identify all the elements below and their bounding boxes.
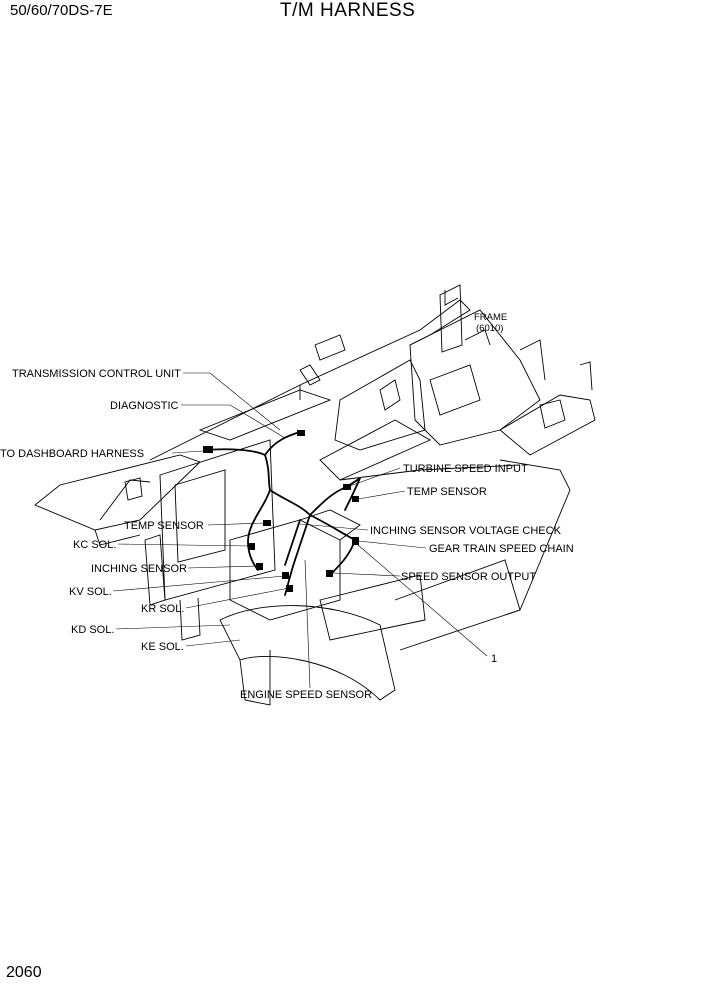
page-number: 2060 (6, 964, 42, 981)
label-temp-sensor-left: TEMP SENSOR (124, 520, 204, 532)
temp-sensor-left-connector-icon (263, 520, 271, 526)
label-frame-code: (6010) (476, 323, 503, 334)
speed-output-connector-icon (326, 570, 333, 577)
frame-drawing (34, 284, 596, 706)
label-diagnostic: DIAGNOSTIC (110, 400, 179, 412)
label-speed-sensor-output: SPEED SENSOR OUTPUT (401, 571, 536, 583)
label-frame: FRAME (474, 312, 507, 323)
gear-train-connector-icon (352, 537, 359, 545)
label-ke-sol: KE SOL. (141, 641, 184, 653)
label-kv-sol: KV SOL. (69, 586, 112, 598)
label-kd-sol: KD SOL. (71, 624, 114, 636)
label-turbine-speed-input: TURBINE SPEED INPUT (403, 463, 528, 475)
label-to-dashboard-harness: TO DASHBOARD HARNESS (0, 448, 144, 460)
page-title: T/M HARNESS (280, 0, 416, 21)
dashboard-connector-icon (203, 446, 213, 453)
label-inching-sensor-voltage-check: INCHING SENSOR VOLTAGE CHECK (370, 525, 562, 537)
label-inching-sensor: INCHING SENSOR (91, 563, 187, 575)
label-transmission-control-unit: TRANSMISSION CONTROL UNIT (12, 368, 181, 380)
temp-sensor-connector-icon (352, 496, 359, 502)
label-item-1: 1 (491, 653, 497, 665)
leader-lines (112, 372, 488, 689)
label-kr-sol: KR SOL. (141, 603, 184, 615)
model-code: 50/60/70DS-7E (10, 2, 113, 19)
kv-sol-connector-icon (282, 572, 289, 579)
label-temp-sensor-right: TEMP SENSOR (407, 486, 487, 498)
kc-sol-connector-icon (248, 543, 255, 550)
label-gear-train-speed-chain: GEAR TRAIN SPEED CHAIN (429, 543, 574, 555)
label-kc-sol: KC SOL. (73, 539, 116, 551)
diagnostic-connector-icon (297, 430, 305, 436)
label-engine-speed-sensor: ENGINE SPEED SENSOR (240, 689, 372, 701)
kr-sol-connector-icon (286, 585, 293, 592)
inching-sensor-connector-icon (256, 563, 263, 570)
